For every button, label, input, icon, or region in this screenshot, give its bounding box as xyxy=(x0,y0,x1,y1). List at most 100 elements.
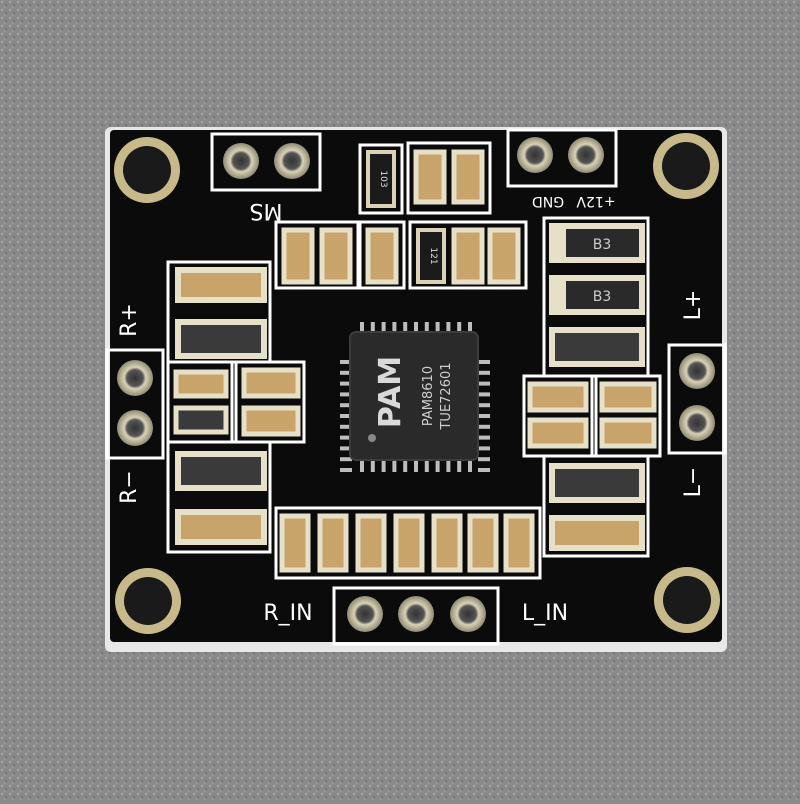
label-l-plus: L+ xyxy=(681,290,706,321)
smd-capacitor xyxy=(467,513,499,573)
smd-capacitor xyxy=(173,405,229,435)
ic-pin xyxy=(403,322,408,334)
ic-pin1-dot xyxy=(368,434,376,442)
smd-capacitor xyxy=(355,513,387,573)
smd-capacitor xyxy=(175,267,267,303)
header-pin xyxy=(223,143,259,179)
ic-pin xyxy=(340,392,352,397)
label-l-in: L_IN xyxy=(522,601,568,626)
power-header-outline xyxy=(506,128,618,188)
smd-capacitor xyxy=(319,227,353,285)
ic-pin xyxy=(381,460,386,472)
ic-lot-code: TUE72601 xyxy=(439,362,454,430)
ic-pin xyxy=(392,322,397,334)
ic-pin xyxy=(370,322,375,334)
smd-capacitor xyxy=(279,513,311,573)
silkscreen-outlines xyxy=(166,141,662,580)
right-speaker-header-outline xyxy=(105,348,165,460)
header-pin xyxy=(117,410,153,446)
ic-pin xyxy=(478,424,490,429)
ic-pin xyxy=(435,322,440,334)
diode-marking: B3 xyxy=(593,289,612,305)
smd-resistor xyxy=(416,228,446,284)
smd-capacitor xyxy=(599,417,657,449)
label-l-minus: L− xyxy=(681,467,706,498)
header-pin xyxy=(568,137,604,173)
label-r-plus: R+ xyxy=(117,303,142,337)
smd-inductor xyxy=(549,463,645,503)
smd-capacitor xyxy=(173,369,229,399)
ic-body xyxy=(349,331,479,461)
label-r-in: R_IN xyxy=(263,601,312,626)
smd-capacitor xyxy=(431,513,463,573)
ic-pin xyxy=(340,446,352,451)
ic-pin xyxy=(446,322,451,334)
smd-capacitor xyxy=(365,227,399,285)
header-pin xyxy=(398,596,434,632)
smd-capacitor xyxy=(549,515,645,551)
ic-pin xyxy=(457,460,462,472)
ic-pin xyxy=(424,460,429,472)
smd-capacitor xyxy=(175,509,267,545)
ic-pin xyxy=(478,370,490,375)
left-speaker-header-outline xyxy=(667,343,727,455)
ic-pin xyxy=(468,460,472,472)
smd-capacitor xyxy=(413,149,447,205)
smd-capacitor xyxy=(503,513,535,573)
label-vcc: +12V xyxy=(576,193,616,209)
header-pin xyxy=(679,353,715,389)
ic-pin xyxy=(478,414,490,418)
header-pin xyxy=(117,360,153,396)
ic-pin xyxy=(468,322,472,334)
mounting-holes xyxy=(114,133,720,634)
label-ms: MS xyxy=(250,198,283,223)
resistor-marking: 103 xyxy=(378,170,388,187)
smd-capacitor xyxy=(317,513,349,573)
label-gnd: GND xyxy=(532,193,564,209)
amplifier-ic: PAM PAM8610 TUE72601 xyxy=(340,322,490,472)
smd-resistor xyxy=(366,150,396,208)
smd-components: 103 121 B3 B3 xyxy=(173,149,657,573)
ic-pin xyxy=(457,322,462,334)
ic-pin xyxy=(360,322,364,334)
ic-pin xyxy=(403,460,408,472)
smd-inductor xyxy=(549,327,645,367)
ic-pin xyxy=(414,322,418,334)
smd-capacitor xyxy=(527,417,589,449)
ic-pin xyxy=(478,446,490,451)
input-header-outline xyxy=(332,586,500,646)
ic-pin xyxy=(478,392,490,397)
ic-pin xyxy=(340,381,352,386)
ic-pin xyxy=(478,435,490,440)
ic-pin xyxy=(340,424,352,429)
ic-pin xyxy=(340,360,352,364)
ic-pin xyxy=(340,435,352,440)
smd-capacitor xyxy=(451,149,485,205)
ic-pin xyxy=(340,403,352,408)
smd-capacitor xyxy=(241,367,301,399)
ic-pin xyxy=(340,468,352,472)
ic-pin xyxy=(340,414,352,418)
header-pin xyxy=(347,596,383,632)
header-pin xyxy=(450,596,486,632)
smd-capacitor xyxy=(487,227,521,285)
smd-capacitor xyxy=(599,381,657,413)
ic-pin xyxy=(340,457,352,462)
ic-pin xyxy=(360,460,364,472)
smd-capacitor xyxy=(281,227,315,285)
header-pin xyxy=(517,137,553,173)
header-pin xyxy=(274,143,310,179)
ic-pin xyxy=(424,322,429,334)
ic-pin xyxy=(435,460,440,472)
smd-capacitor xyxy=(393,513,425,573)
ic-logo: PAM xyxy=(373,356,408,428)
header-pin xyxy=(679,405,715,441)
ic-pin xyxy=(370,460,375,472)
resistor-marking: 121 xyxy=(428,247,438,264)
ic-pin xyxy=(381,322,386,334)
smd-inductor xyxy=(175,319,267,359)
smd-capacitor xyxy=(451,227,485,285)
ic-pin xyxy=(478,403,490,408)
